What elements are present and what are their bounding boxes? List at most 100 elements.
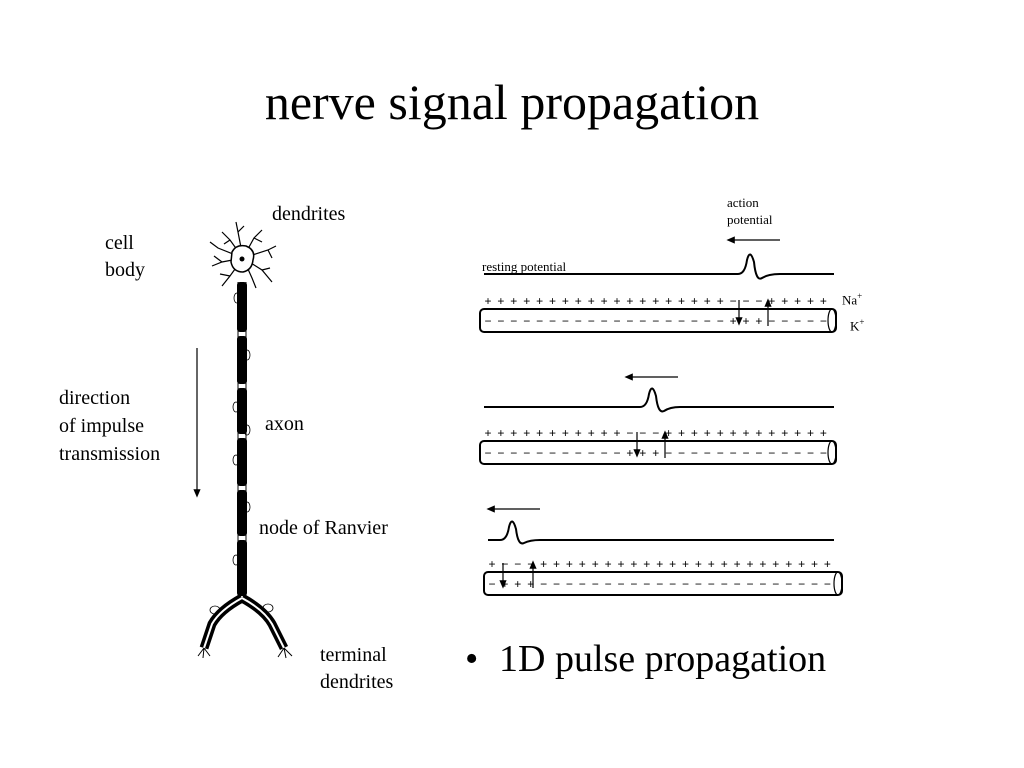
outer-charge-sign: + xyxy=(497,426,504,440)
inner-charge-sign: + xyxy=(626,446,633,460)
inner-charge-sign: − xyxy=(798,577,805,591)
ranvier-nodes xyxy=(232,292,251,566)
inner-charge-sign: − xyxy=(734,577,741,591)
outer-charge-sign: + xyxy=(549,294,556,308)
outer-charge-sign: + xyxy=(613,294,620,308)
inner-charge-sign: − xyxy=(613,314,620,328)
terminal-label: terminal xyxy=(320,644,387,666)
outer-charge-sign: + xyxy=(553,557,560,571)
inner-charge-sign: − xyxy=(588,446,595,460)
inner-charge-sign: − xyxy=(575,314,582,328)
outer-charge-sign: + xyxy=(807,294,814,308)
inner-charge-sign: − xyxy=(717,314,724,328)
inner-charge-sign: − xyxy=(523,446,530,460)
outer-charge-sign: + xyxy=(484,294,491,308)
inner-charge-sign: − xyxy=(665,446,672,460)
outer-charge-sign: + xyxy=(820,426,827,440)
inner-charge-sign: − xyxy=(536,446,543,460)
outer-charge-sign: − xyxy=(626,426,633,440)
outer-charge-sign: + xyxy=(704,294,711,308)
neuron-diagram xyxy=(193,221,293,659)
outer-charge-sign: + xyxy=(704,426,711,440)
outer-charge-sign: + xyxy=(484,426,491,440)
outer-charge-sign: + xyxy=(824,557,831,571)
inner-charge-sign: − xyxy=(820,446,827,460)
inner-charge-sign: − xyxy=(617,577,624,591)
outer-charge-sign: + xyxy=(746,557,753,571)
inner-charge-sign: − xyxy=(588,314,595,328)
inner-charge-sign: + xyxy=(501,577,508,591)
inner-charge-sign: − xyxy=(811,577,818,591)
outer-charge-sign: − xyxy=(652,426,659,440)
outer-charge-sign: + xyxy=(536,294,543,308)
inner-charge-sign: − xyxy=(772,577,779,591)
propagation-diagram xyxy=(479,236,843,596)
bullet-marker: • xyxy=(465,638,479,680)
outer-charge-sign: + xyxy=(665,294,672,308)
inner-charge-sign: − xyxy=(691,314,698,328)
outer-charge-sign: + xyxy=(639,294,646,308)
inner-charge-sign: − xyxy=(488,577,495,591)
outer-charge-sign: + xyxy=(523,294,530,308)
inner-charge-sign: − xyxy=(781,314,788,328)
inner-charge-sign: − xyxy=(630,577,637,591)
direction-label-line-2: of impulse xyxy=(59,415,144,437)
inner-charge-sign: − xyxy=(639,314,646,328)
outer-charge-sign: + xyxy=(652,294,659,308)
terminal-dendrites-label: dendrites xyxy=(320,671,394,693)
bullet-text: 1D pulse propagation xyxy=(499,638,827,680)
outer-charge-sign: − xyxy=(755,294,762,308)
inner-charge-sign: − xyxy=(613,446,620,460)
inner-charge-sign: + xyxy=(514,577,521,591)
outer-charge-sign: + xyxy=(665,426,672,440)
slide-title: nerve signal propagation xyxy=(264,74,760,130)
outer-charge-sign: + xyxy=(656,557,663,571)
inner-charge-sign: − xyxy=(691,446,698,460)
outer-charge-sign: + xyxy=(742,426,749,440)
outer-charge-sign: + xyxy=(588,426,595,440)
inner-charge-sign: + xyxy=(742,314,749,328)
outer-charge-sign: + xyxy=(643,557,650,571)
inner-charge-sign: − xyxy=(807,314,814,328)
outer-charge-sign: + xyxy=(734,557,741,571)
inner-charge-sign: − xyxy=(768,314,775,328)
inner-charge-sign: − xyxy=(523,314,530,328)
inner-charge-sign: − xyxy=(549,314,556,328)
outer-charge-sign: + xyxy=(510,294,517,308)
inner-charge-sign: − xyxy=(575,446,582,460)
outer-charge-sign: + xyxy=(562,426,569,440)
outer-charge-sign: + xyxy=(768,426,775,440)
outer-charge-sign: + xyxy=(785,557,792,571)
outer-charge-sign: + xyxy=(730,426,737,440)
inner-charge-sign: − xyxy=(601,446,608,460)
action-label-line-2: potential xyxy=(727,212,773,227)
outer-charge-sign: + xyxy=(613,426,620,440)
inner-charge-sign: − xyxy=(794,446,801,460)
inner-charge-sign: − xyxy=(497,446,504,460)
inner-charge-sign: − xyxy=(605,577,612,591)
outer-charge-sign: + xyxy=(781,294,788,308)
outer-charge-sign: + xyxy=(691,426,698,440)
potential-trace xyxy=(484,253,834,280)
outer-charge-sign: + xyxy=(549,426,556,440)
outer-charge-sign: + xyxy=(772,557,779,571)
inner-charge-sign: + xyxy=(755,314,762,328)
outer-charge-sign: + xyxy=(759,557,766,571)
inner-charge-sign: − xyxy=(759,577,766,591)
inner-charge-sign: − xyxy=(536,314,543,328)
outer-charge-sign: + xyxy=(601,294,608,308)
outer-charge-sign: + xyxy=(566,557,573,571)
bullet-point: • 1D pulse propagation xyxy=(465,636,826,682)
membrane-charges: +−+−+−+−+−+−+−+−+−+−+−+−+−+−+−+−+−+−+−−+… xyxy=(484,294,830,591)
inner-charge-sign: − xyxy=(566,577,573,591)
outer-charge-sign: + xyxy=(523,426,530,440)
inner-charge-sign: − xyxy=(510,314,517,328)
outer-charge-sign: + xyxy=(488,557,495,571)
outer-charge-sign: + xyxy=(497,294,504,308)
propagation-panel-3 xyxy=(483,505,843,596)
inner-charge-sign: + xyxy=(527,577,534,591)
axon xyxy=(237,282,247,596)
sodium-label: Na+ xyxy=(842,291,863,308)
inner-charge-sign: − xyxy=(669,577,676,591)
node-of-ranvier-label: node of Ranvier xyxy=(259,517,388,539)
